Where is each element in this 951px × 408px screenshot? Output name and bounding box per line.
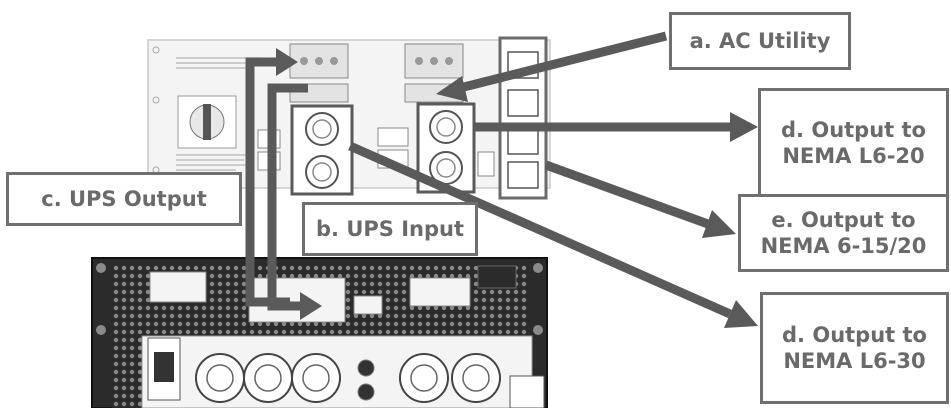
label-output-6-15-20: e. Output to NEMA 6-15/20: [738, 194, 949, 272]
ups-rear-panel: [92, 258, 547, 408]
label-output-l6-20-line1: d. Output to: [781, 117, 926, 143]
label-output-l6-30: d. Output to NEMA L6-30: [760, 292, 949, 404]
arrow-output-6-15-20: [546, 165, 708, 224]
label-ups-input: b. UPS Input: [302, 202, 478, 256]
label-ups-output: c. UPS Output: [6, 172, 242, 226]
label-output-6-15-20-line2: NEMA 6-15/20: [761, 233, 927, 259]
label-ups-input-text: b. UPS Input: [316, 216, 464, 242]
label-output-l6-30-line2: NEMA L6-30: [782, 348, 927, 374]
pdu-input-receptacles: [292, 106, 352, 194]
arrow-output-6-15-20-head: [702, 210, 736, 238]
arrow-output-l6-20-head: [730, 112, 758, 142]
label-output-l6-20: d. Output to NEMA L6-20: [758, 88, 949, 198]
pdu-6-15-20-receptacles: [500, 38, 546, 198]
label-output-6-15-20-line1: e. Output to: [761, 207, 927, 233]
label-output-l6-30-line1: d. Output to: [782, 322, 927, 348]
label-ac-utility: a. AC Utility: [669, 12, 851, 70]
bypass-switch: [178, 96, 236, 148]
terminal-block-left: [290, 44, 348, 102]
label-ac-utility-text: a. AC Utility: [690, 28, 831, 54]
label-ups-output-text: c. UPS Output: [41, 186, 206, 212]
label-output-l6-20-line2: NEMA L6-20: [781, 143, 926, 169]
